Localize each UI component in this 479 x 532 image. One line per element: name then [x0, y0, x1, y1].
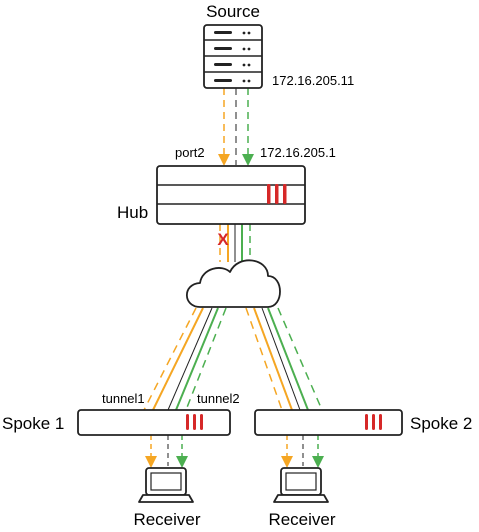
cloud-icon	[185, 259, 281, 308]
source-to-hub-links	[218, 88, 254, 166]
blocked-marker: X	[217, 230, 229, 249]
hub-ip-label: 172.16.205.1	[260, 145, 336, 160]
receiver1-label: Receiver	[133, 510, 200, 529]
source-ip-label: 172.16.205.11	[272, 73, 354, 88]
cloud-to-spoke2-links	[245, 307, 323, 411]
source-server-icon	[203, 24, 263, 89]
receiver2-label: Receiver	[268, 510, 335, 529]
cloud-to-spoke1-links	[143, 307, 227, 411]
spoke2-to-receiver-links	[281, 435, 324, 468]
hub-fortinet-logo-icon	[267, 184, 287, 204]
tunnel1-label: tunnel1	[102, 391, 145, 406]
hub-to-cloud-links	[219, 224, 251, 262]
hub-label: Hub	[117, 203, 148, 222]
receiver1-laptop-icon	[138, 467, 194, 503]
spoke2-label: Spoke 2	[410, 414, 472, 433]
hub-firewall-icon	[156, 165, 306, 225]
spoke2-fortinet-logo-icon	[365, 414, 382, 430]
source-label: Source	[206, 2, 260, 21]
spoke1-fortinet-logo-icon	[186, 414, 203, 430]
receiver2-laptop-icon	[273, 467, 329, 503]
spoke2-firewall-icon	[254, 409, 403, 436]
tunnel2-label: tunnel2	[197, 391, 240, 406]
spoke1-firewall-icon	[77, 409, 231, 436]
hub-port-label: port2	[175, 145, 205, 160]
spoke1-label: Spoke 1	[2, 414, 64, 433]
spoke1-to-receiver-links	[145, 435, 188, 468]
